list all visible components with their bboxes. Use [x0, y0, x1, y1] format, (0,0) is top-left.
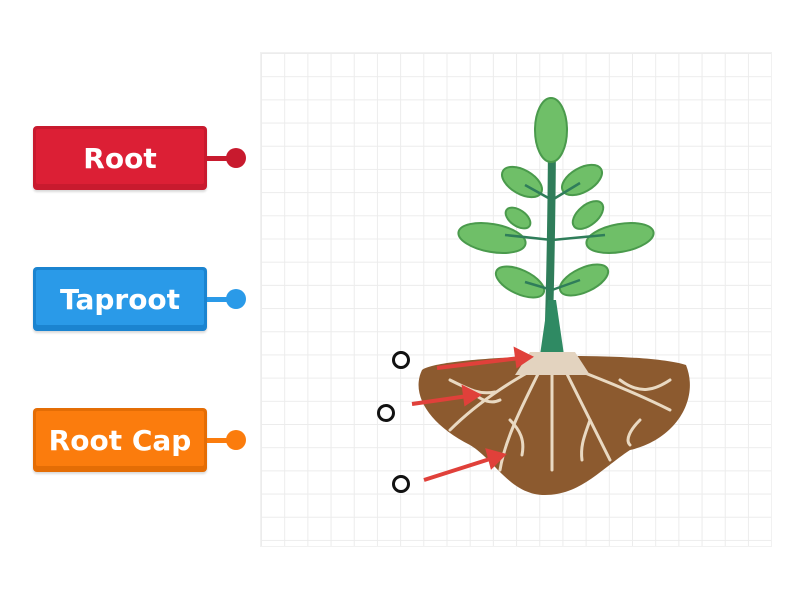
- connector-dot-root-cap[interactable]: [226, 430, 246, 450]
- drop-target-root-zone[interactable]: [377, 404, 395, 422]
- label-taproot-text: Taproot: [59, 282, 181, 316]
- label-root-cap[interactable]: Root Cap: [33, 408, 207, 472]
- connector-taproot: [207, 297, 235, 302]
- label-root-cap-text: Root Cap: [48, 423, 192, 457]
- plant-stem-leaves: [457, 97, 655, 355]
- connector-dot-taproot[interactable]: [226, 289, 246, 309]
- label-root[interactable]: Root: [33, 126, 207, 190]
- soil: [418, 355, 690, 495]
- label-root-text: Root: [83, 141, 157, 175]
- label-taproot[interactable]: Taproot: [33, 267, 207, 331]
- drop-target-taproot-zone[interactable]: [392, 351, 410, 369]
- drop-target-rootcap-zone[interactable]: [392, 475, 410, 493]
- arrows: [411, 346, 534, 482]
- connector-root-cap: [207, 438, 235, 443]
- connector-root: [207, 156, 235, 161]
- connector-dot-root[interactable]: [226, 148, 246, 168]
